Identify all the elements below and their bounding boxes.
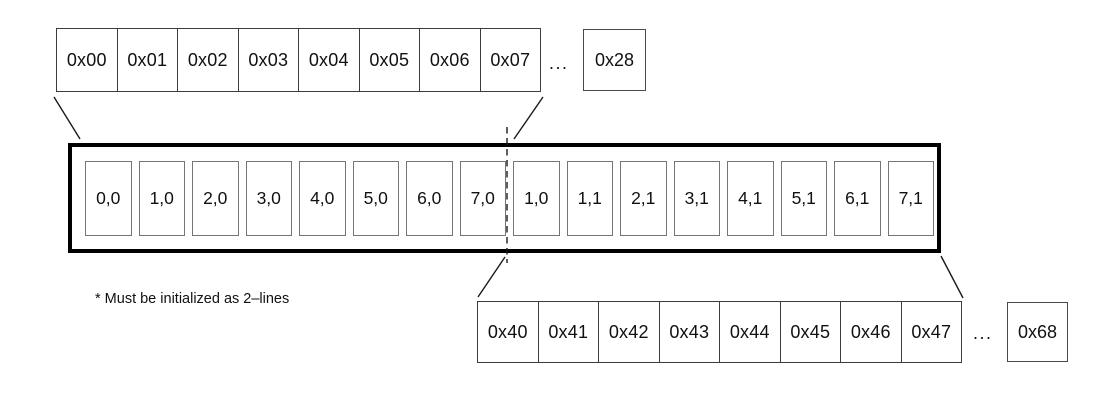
bottom-address-row: 0x40 0x41 0x42 0x43 0x44 0x45 0x46 0x47 — [477, 301, 962, 363]
top-row-last-address-box: 0x28 — [583, 29, 646, 91]
display-cell: 0,0 — [85, 160, 132, 236]
address-cell: 0x02 — [177, 29, 238, 91]
address-cell: 0x46 — [840, 302, 901, 362]
display-cell: 4,1 — [727, 160, 774, 236]
address-cell: 0x47 — [900, 302, 962, 362]
display-cell: 6,1 — [834, 160, 881, 236]
address-cell: 0x45 — [779, 302, 841, 362]
display-cell: 6,0 — [406, 160, 453, 236]
connector-line-bottom-left — [477, 256, 506, 298]
display-cell: 3,1 — [673, 160, 720, 236]
display-cell: 2,0 — [192, 160, 239, 236]
address-cell: 0x04 — [298, 29, 359, 91]
display-cell: 5,0 — [352, 160, 399, 236]
address-cell: 0x07 — [479, 29, 541, 91]
display-cell: 7,0 — [459, 160, 506, 236]
display-memory-box: 0,0 1,0 2,0 3,0 4,0 5,0 6,0 7,0 1,0 1,1 … — [68, 143, 941, 253]
address-cell: 0x42 — [598, 302, 659, 362]
display-cell: 1,0 — [513, 160, 560, 236]
note-text: * Must be initialized as 2–lines — [95, 291, 290, 307]
display-cell: 2,1 — [620, 160, 667, 236]
connector-line-top-left — [53, 96, 81, 140]
display-cell: 1,0 — [138, 160, 185, 236]
address-cell: 0x00 — [66, 49, 107, 70]
address-cell: 0x05 — [358, 29, 420, 91]
address-cell: 0x44 — [719, 302, 780, 362]
address-cell: 0x40 — [487, 321, 528, 342]
top-address-row: 0x00 0x01 0x02 0x03 0x04 0x05 0x06 0x07 — [56, 28, 541, 92]
address-cell: 0x43 — [658, 302, 720, 362]
address-cell: 0x03 — [237, 29, 299, 91]
display-cell: 3,0 — [245, 160, 292, 236]
connector-line-bottom-right — [940, 255, 964, 299]
address-cell: 0x41 — [537, 302, 599, 362]
bottom-row-last-address-box: 0x68 — [1007, 302, 1068, 362]
connector-line-top-right — [513, 96, 544, 140]
bottom-row-ellipsis: ... — [973, 323, 993, 343]
address-cell: 0x06 — [419, 29, 480, 91]
display-cell: 4,0 — [299, 160, 346, 236]
display-cell: 7,1 — [887, 160, 934, 236]
address-cell: 0x01 — [116, 29, 178, 91]
top-row-ellipsis: ... — [549, 53, 569, 73]
display-cell: 5,1 — [780, 160, 827, 236]
display-cell: 1,1 — [566, 160, 613, 236]
